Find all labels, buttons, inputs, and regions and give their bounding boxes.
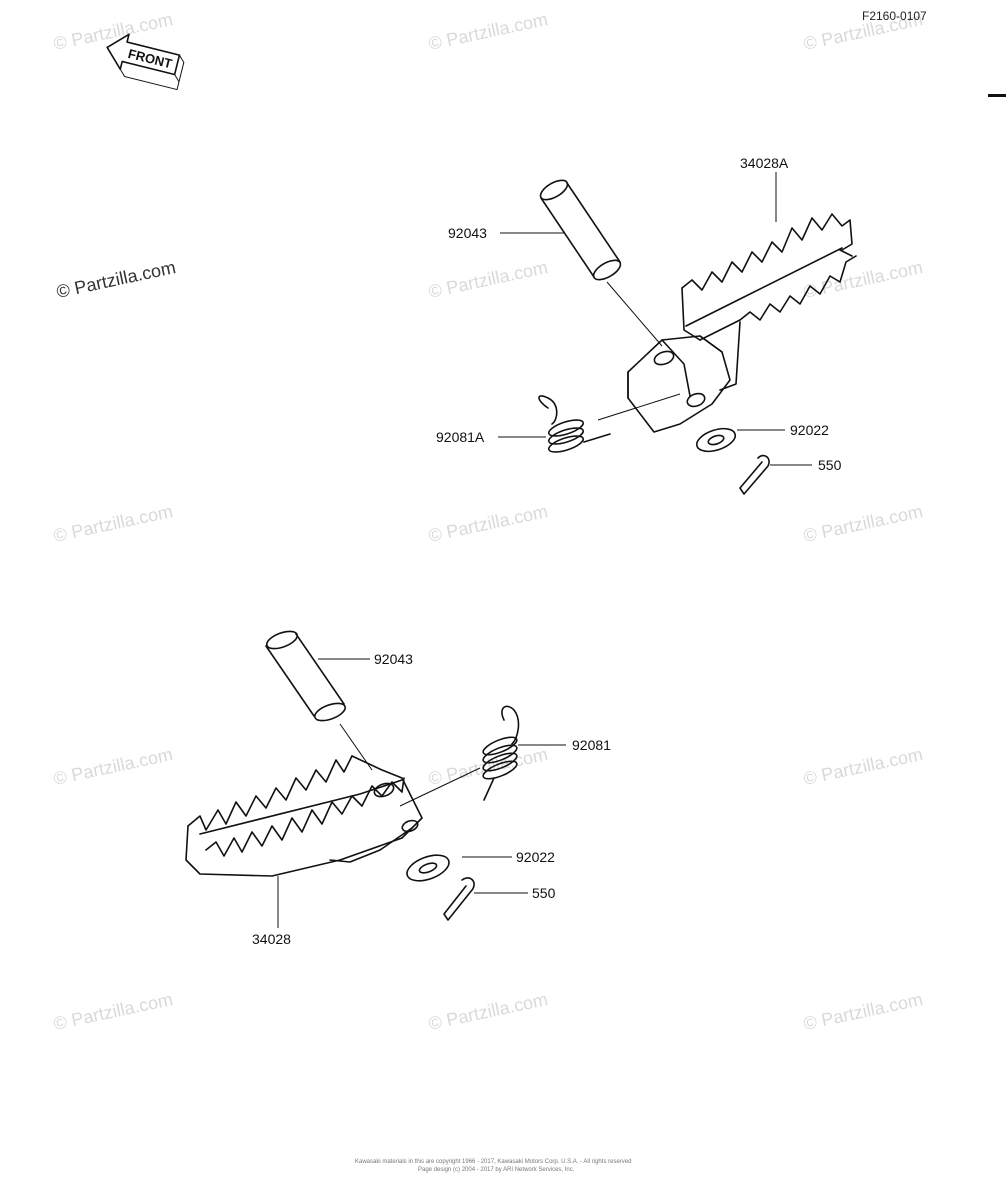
- watermark: © Partzilla.com: [427, 257, 550, 302]
- washer-icon: [406, 854, 450, 882]
- upper-assembly: 92043 34028A 92081A: [436, 155, 857, 495]
- washer-icon: [695, 427, 737, 453]
- cotter-pin-icon: [739, 454, 770, 495]
- footer-copyright: Kawasaki materials in this are copyright…: [355, 1159, 631, 1165]
- upper-cotter-label: 550: [818, 457, 842, 473]
- spring-icon: [482, 705, 520, 801]
- watermark-layer: © Partzilla.com © Partzilla.com © Partzi…: [52, 9, 925, 1034]
- lower-assembly: 92043 34028 92081: [185, 630, 611, 947]
- watermark: © Partzilla.com: [802, 744, 925, 789]
- watermark: © Partzilla.com: [52, 501, 175, 546]
- upper-pin-label: 92043: [448, 225, 487, 241]
- watermark: © Partzilla.com: [802, 501, 925, 546]
- watermark: © Partzilla.com: [427, 501, 550, 546]
- watermark-dark: © Partzilla.com: [55, 257, 178, 302]
- watermark: © Partzilla.com: [802, 989, 925, 1034]
- footer-design-credit: Page design (c) 2004 - 2017 by ARI Netwo…: [418, 1167, 575, 1173]
- upper-spring-label: 92081A: [436, 429, 485, 445]
- pin-icon: [265, 630, 347, 722]
- lower-spring-label: 92081: [572, 737, 611, 753]
- front-label: FRONT: [127, 46, 174, 71]
- watermark: © Partzilla.com: [52, 744, 175, 789]
- watermark: © Partzilla.com: [802, 257, 925, 302]
- spring-icon: [538, 395, 611, 453]
- watermark: © Partzilla.com: [427, 744, 550, 789]
- lower-footpeg-label: 34028: [252, 931, 291, 947]
- upper-washer-label: 92022: [790, 422, 829, 438]
- watermark: © Partzilla.com: [52, 989, 175, 1034]
- upper-footpeg-label: 34028A: [740, 155, 789, 171]
- watermark: © Partzilla.com: [52, 9, 175, 54]
- cotter-pin-icon: [443, 877, 475, 921]
- footpeg-icon: [185, 755, 423, 877]
- diagram-code: F2160-0107: [862, 9, 927, 23]
- watermark: © Partzilla.com: [427, 9, 550, 54]
- pin-icon: [539, 179, 622, 281]
- footpeg-icon: [627, 213, 857, 433]
- edge-mark: [988, 94, 1006, 97]
- lower-pin-label: 92043: [374, 651, 413, 667]
- lower-washer-label: 92022: [516, 849, 555, 865]
- watermark: © Partzilla.com: [427, 989, 550, 1034]
- lower-cotter-label: 550: [532, 885, 556, 901]
